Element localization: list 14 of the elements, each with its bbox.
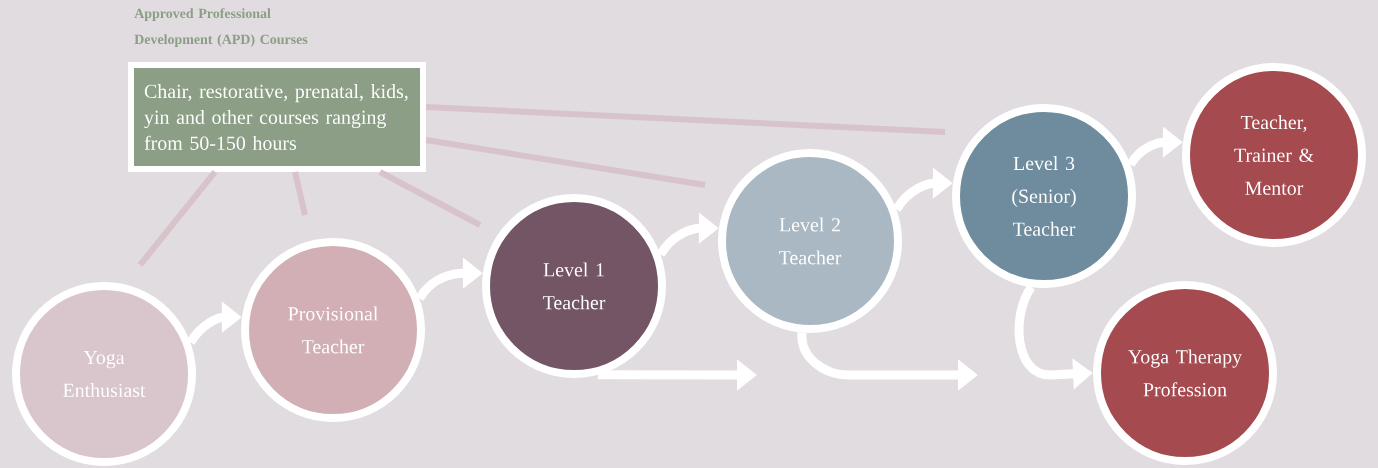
connector-line <box>292 171 308 216</box>
heading-text: Approved Professional Development (APD) Courses <box>134 8 308 47</box>
connector-line <box>425 137 706 188</box>
connector-line <box>425 104 946 135</box>
connector-line <box>378 169 482 228</box>
circle-node: Yoga Therapy Profession <box>1093 281 1277 465</box>
circle-node: Level 3 (Senior) Teacher <box>952 104 1136 288</box>
circle-node: Level 1 Teacher <box>482 194 666 378</box>
connector-line <box>137 170 218 267</box>
circle-node: Level 2 Teacher <box>718 149 902 333</box>
circle-node: Teacher, Trainer & Mentor <box>1182 63 1366 247</box>
circle-node: Provisional Teacher <box>241 238 425 422</box>
course-box: Chair, restorative, prenatal, kids, yin and other courses ranging from 50-150 hours <box>128 62 426 172</box>
circle-node: Yoga Enthusiast <box>12 282 196 466</box>
